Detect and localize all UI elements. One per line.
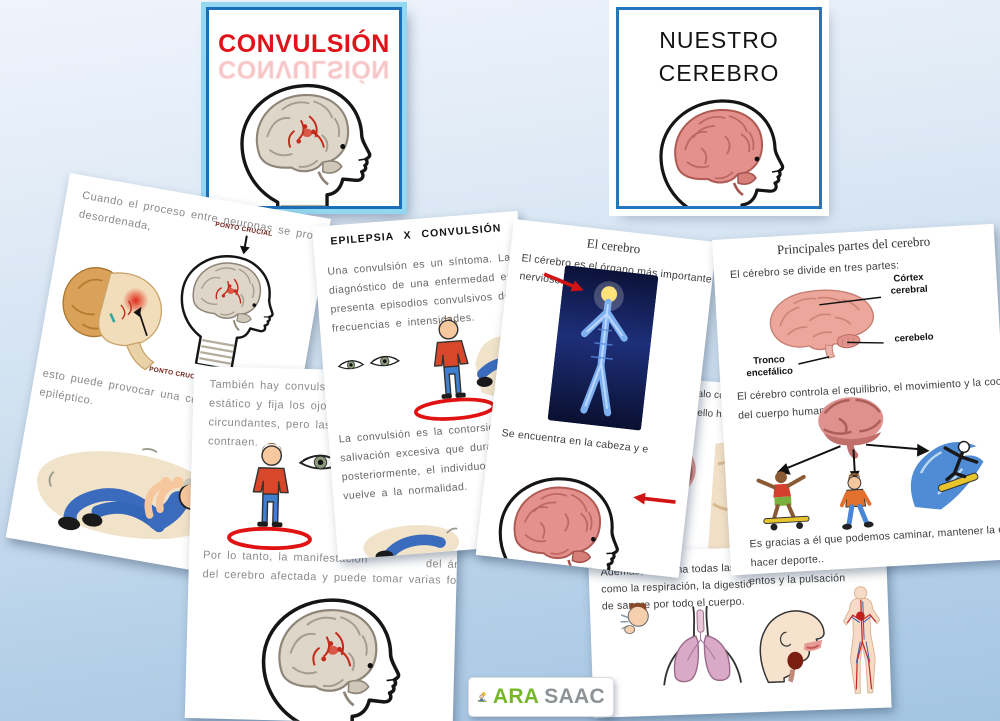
label-cortex-cerebral: Córtex cerebral <box>890 271 928 297</box>
head-pink-brain-icon <box>659 99 785 206</box>
nervous-system-image <box>547 265 659 431</box>
red-arrow-icon <box>633 492 676 505</box>
label-tronco-encefalico: Tronco encefálico <box>746 354 794 380</box>
brain-top-view-icon <box>62 267 162 371</box>
red-arrow-icon <box>543 272 584 292</box>
head-brain-seizure-icon <box>240 83 372 206</box>
nuestro-cerebro-title: NUESTRO CEREBRO <box>619 24 819 90</box>
page-el-cerebro: El cerebro El cérebro es el órgano más i… <box>475 219 717 578</box>
paragraph-line: epiléptico. <box>38 386 95 408</box>
paragraph-fragment: entos y la pulsación <box>748 572 846 588</box>
page-ademas-funciones: Además, coordina todas las fu como la re… <box>588 542 892 718</box>
arrow-down-icon <box>239 235 250 255</box>
lungs-icon <box>663 605 742 686</box>
paragraph-line: Se encuentra en la cabeza y e <box>501 427 650 456</box>
eye-icon <box>337 359 365 371</box>
coordination-diagram <box>756 397 984 531</box>
sneezing-face-icon <box>620 602 649 634</box>
convulsion-title: CONVULSIÓN <box>218 30 390 58</box>
logo-text-saac: SAAC <box>544 685 605 708</box>
label-cerebelo: cerebelo <box>894 331 934 345</box>
head-brain-seizure-icon <box>259 596 403 721</box>
paragraph-fragment: del área <box>425 558 462 572</box>
paragraph-line: También hay convulsion <box>209 378 343 394</box>
page-heading: EPILEPSIA X CONVULSIÓN <box>330 222 502 248</box>
title-line: CEREBRO <box>658 60 780 86</box>
eye-icon <box>369 354 400 368</box>
card-convulsion: CONVULSIÓN CONVULSIÓN <box>206 7 402 209</box>
brain-side-view-diagram <box>769 289 884 365</box>
arasaac-icon <box>477 692 487 703</box>
paragraph-line: vuelve a la normalidad. <box>342 480 469 503</box>
head-pink-brain-icon <box>488 470 627 578</box>
throat-profile-icon <box>759 610 825 684</box>
paragraph-line: como la respiración, la digestió <box>601 578 752 596</box>
title-line: NUESTRO <box>659 27 779 53</box>
page-title: Principales partes del cerebro <box>776 233 931 258</box>
circulatory-body-icon <box>842 586 881 694</box>
card-nuestro-cerebro: NUESTRO CEREBRO <box>616 7 822 209</box>
page-principales-partes: Principales partes del cerebro El cérebr… <box>712 223 1000 576</box>
logo-text-ara: ARA <box>492 685 540 708</box>
page-proceso-neuronas: Cuando el proceso entre neuronas se prod… <box>5 173 331 584</box>
paragraph-line: hacer deporte.. <box>750 553 825 570</box>
